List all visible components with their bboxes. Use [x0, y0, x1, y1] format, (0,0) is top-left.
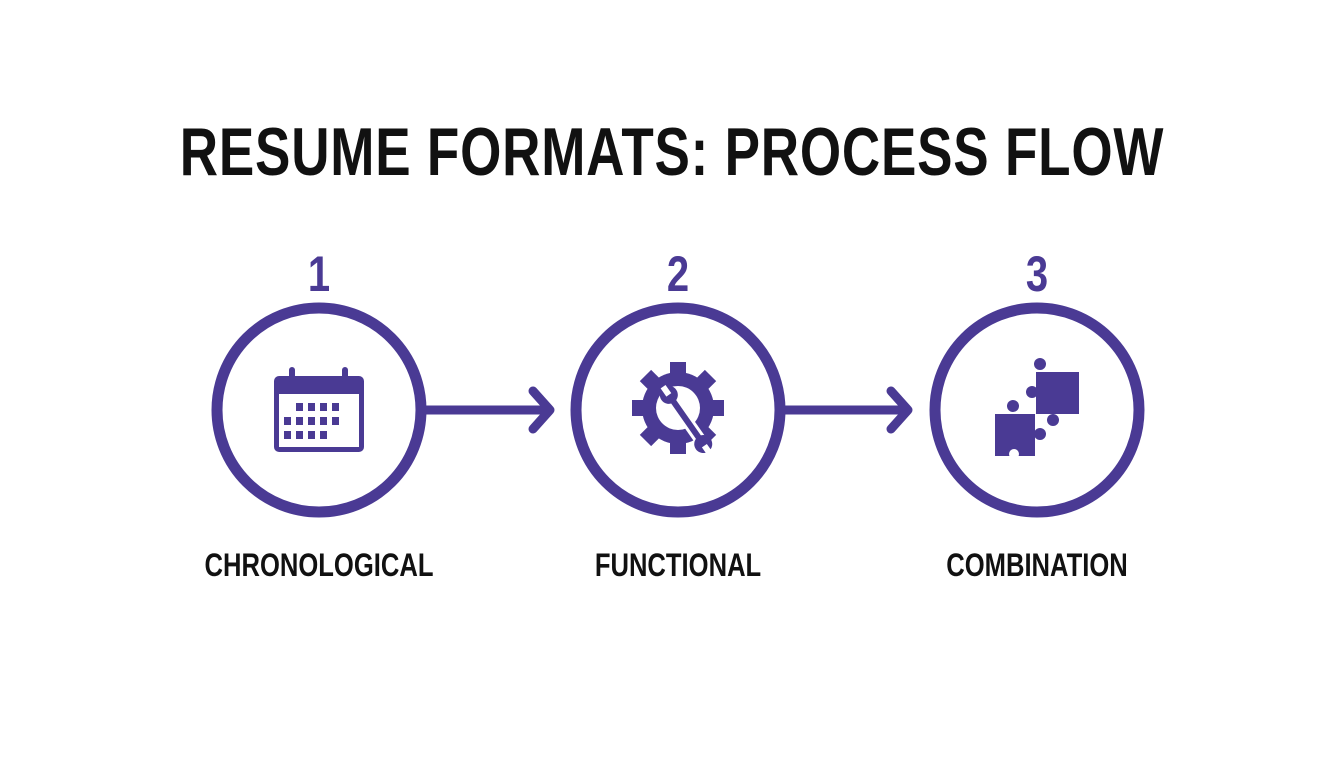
- step-circle-2: [570, 302, 786, 518]
- arrow-1-to-2: [421, 386, 555, 434]
- page-title: RESUME FORMATS: PROCESS FLOW: [179, 114, 1165, 190]
- step-label-chronological: CHRONOLOGICAL: [204, 547, 434, 583]
- step-circle-1: [211, 302, 427, 518]
- step-number-2: 2: [666, 246, 690, 302]
- gear-wrench-icon: [632, 362, 724, 456]
- step-number-3: 3: [1025, 246, 1049, 302]
- step-number-1: 1: [307, 246, 331, 302]
- arrow-2-to-3: [780, 386, 913, 434]
- step-label-functional: FUNCTIONAL: [594, 547, 762, 583]
- step-label-combination: COMBINATION: [946, 547, 1128, 583]
- calendar-icon: [274, 367, 364, 452]
- step-circle-3: [929, 302, 1145, 518]
- puzzle-icon: [995, 358, 1079, 459]
